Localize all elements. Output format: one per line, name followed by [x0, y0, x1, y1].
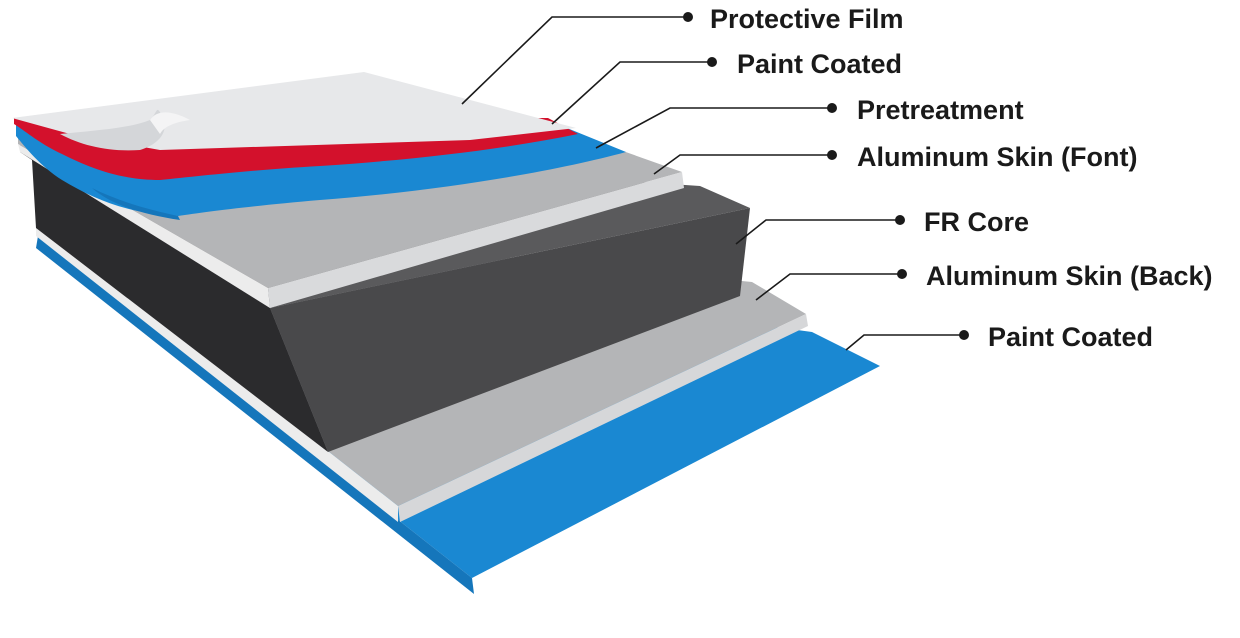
- leader-pretreatment: [595, 107, 832, 149]
- leader-fr-core: [735, 219, 900, 245]
- leader-dot-pretreatment: [827, 103, 837, 113]
- label-aluminum-skin-front: Aluminum Skin (Font): [857, 142, 1137, 172]
- leader-paint-coated-back: [845, 334, 964, 351]
- film-peel-curl: [60, 109, 165, 151]
- leader-dot-fr-core: [895, 215, 905, 225]
- label-aluminum-skin-back: Aluminum Skin (Back): [926, 261, 1213, 291]
- leader-dot-aluminum-skin-back: [897, 269, 907, 279]
- leader-dot-paint-coated-front: [707, 57, 717, 67]
- pretreatment-curl: [92, 188, 180, 220]
- film-peel-highlight: [150, 112, 190, 134]
- label-paint-coated-back: Paint Coated: [988, 322, 1153, 352]
- leader-aluminum-skin-back: [755, 273, 902, 301]
- leader-aluminum-skin-front: [653, 154, 832, 175]
- leader-dot-aluminum-skin-front: [827, 150, 837, 160]
- layer-labels: Protective Film Paint Coated Pretreatmen…: [710, 4, 1213, 352]
- leader-lines: [461, 12, 969, 351]
- core-front: [270, 208, 750, 452]
- label-protective-film: Protective Film: [710, 4, 904, 34]
- aluminum-front-right: [268, 172, 684, 308]
- label-fr-core: FR Core: [924, 207, 1029, 237]
- leader-dot-paint-coated-back: [959, 330, 969, 340]
- leader-dot-protective-film: [683, 12, 693, 22]
- leader-protective-film: [461, 16, 688, 105]
- leader-paint-coated-front: [551, 61, 712, 125]
- aluminum-back-right: [398, 314, 808, 522]
- protective-film-layer: [12, 72, 576, 151]
- label-pretreatment: Pretreatment: [857, 95, 1024, 125]
- core-side: [20, 152, 328, 452]
- label-paint-coated-front: Paint Coated: [737, 49, 902, 79]
- paint-back-side: [36, 236, 474, 594]
